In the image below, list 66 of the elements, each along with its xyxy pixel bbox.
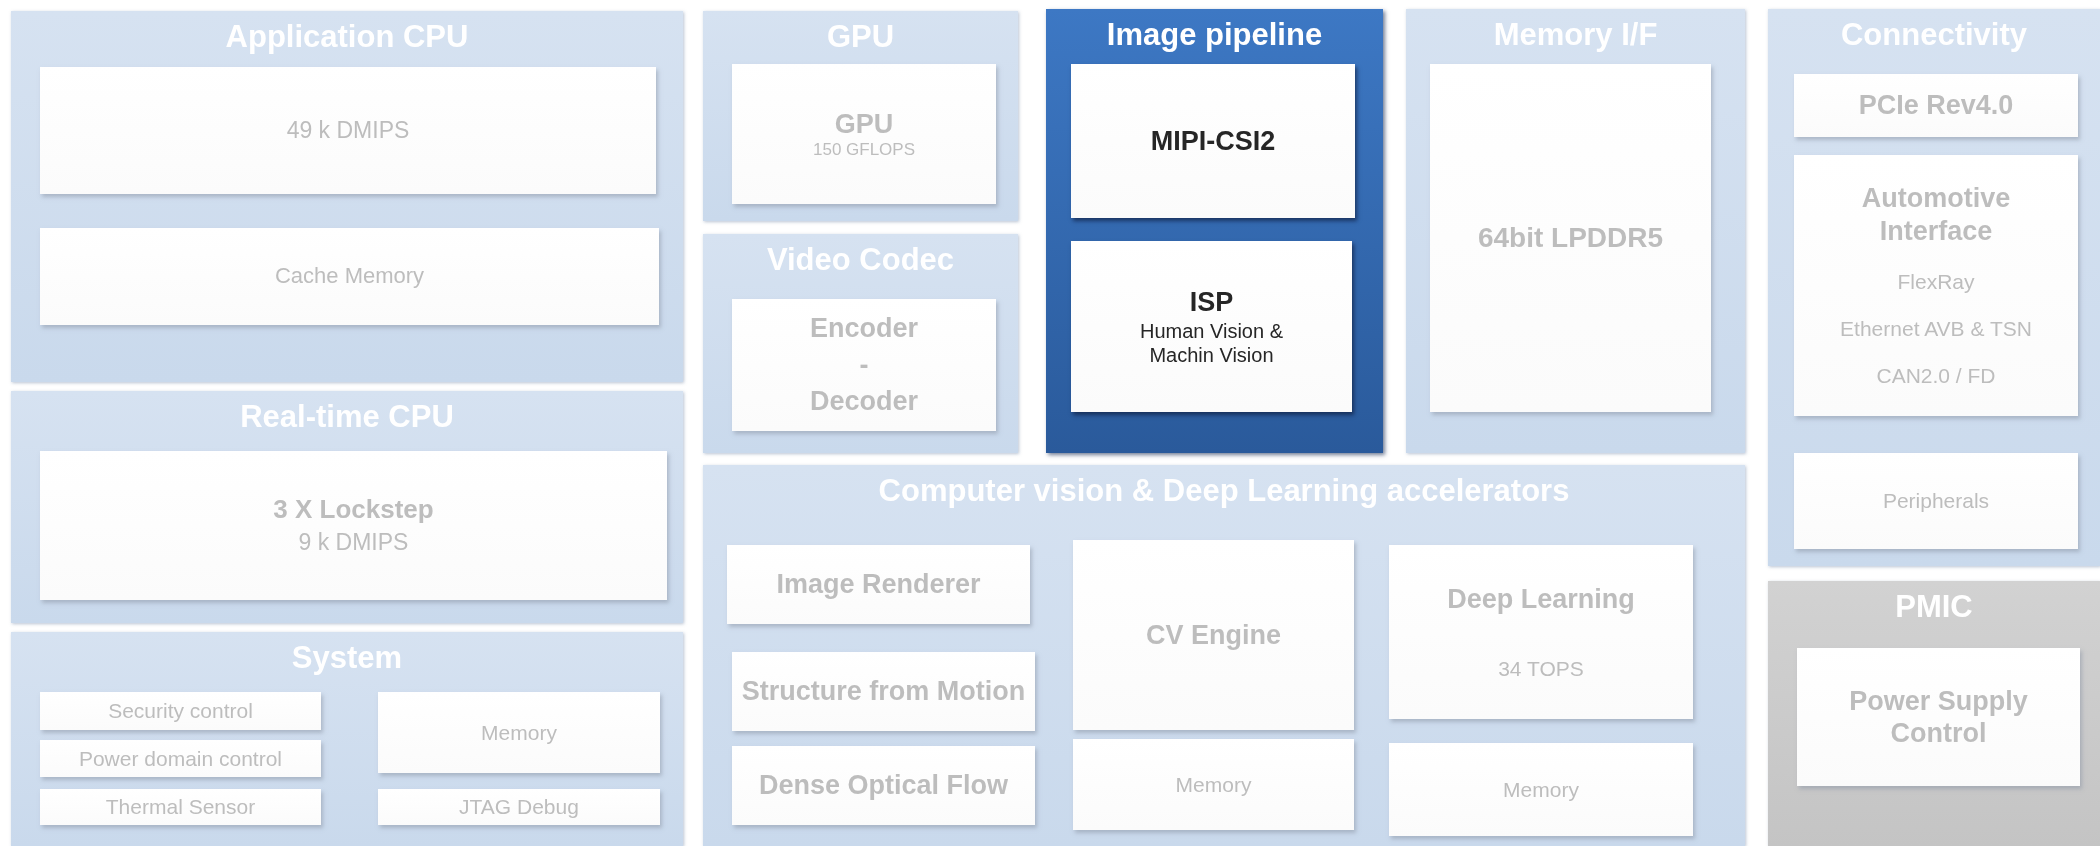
block-panel [703, 465, 1745, 846]
component-label: Dense Optical Flow [758, 769, 1009, 802]
component-label: Encoder - Decoder [808, 312, 919, 419]
component-box [1073, 540, 1354, 730]
block-panel [11, 11, 683, 382]
component-label: Memory [481, 719, 557, 746]
component-label: MIPI-CSI2 [1150, 124, 1276, 158]
component-box [40, 789, 321, 825]
component-label: Memory [1175, 771, 1252, 798]
component-label: ISP [1189, 286, 1234, 319]
component-box [727, 545, 1030, 624]
component-box [378, 789, 660, 825]
component-label: PCIe Rev4.0 [1858, 89, 2014, 122]
component-label: 64bit LPDDR5 [1477, 221, 1664, 255]
block-panel [1406, 9, 1745, 453]
component-label: GPU [834, 107, 894, 140]
component-label: CV Engine [1146, 618, 1281, 652]
component-box [40, 451, 667, 600]
component-label: Power Supply Control [1848, 684, 2029, 750]
component-detail: Ethernet AVB & TSN [1840, 316, 2032, 342]
component-detail: 34 TOPS [1498, 655, 1584, 681]
component-label: Peripherals [1882, 488, 1990, 514]
component-label: Structure from Motion [741, 675, 1026, 708]
component-box [732, 746, 1035, 825]
component-label: Deep Learning [1447, 583, 1635, 616]
component-box [40, 228, 659, 325]
component-box [732, 652, 1035, 731]
component-detail: Human Vision & Machin Vision [1138, 318, 1284, 367]
component-detail: FlexRay [1897, 269, 1975, 295]
component-label: Cache Memory [274, 263, 425, 290]
component-box [1389, 743, 1693, 836]
block-panel [703, 11, 1018, 221]
component-box [1071, 241, 1352, 412]
component-box [40, 692, 321, 730]
component-box [1794, 155, 2078, 416]
component-box [1797, 648, 2080, 786]
block-panel [11, 391, 683, 623]
component-box [378, 692, 660, 773]
component-detail: CAN2.0 / FD [1876, 363, 1996, 389]
component-box [1794, 74, 2078, 137]
component-label: Automotive Interface [1860, 182, 2012, 248]
component-box [1071, 64, 1355, 218]
component-label: 3 X Lockstep [273, 494, 434, 526]
component-box [40, 67, 656, 194]
component-box [1430, 64, 1711, 412]
component-box [1073, 739, 1354, 830]
component-box [1389, 545, 1693, 719]
component-label: Security control [108, 698, 253, 724]
component-label: JTAG Debug [459, 794, 579, 820]
block-panel [1768, 581, 2100, 846]
panel-title: Image pipeline [1105, 17, 1324, 53]
component-box [732, 299, 996, 431]
component-box [1794, 453, 2078, 549]
component-label: Image Renderer [776, 568, 981, 601]
component-label: Memory [1503, 776, 1579, 803]
component-detail: 9 k DMIPS [298, 529, 409, 557]
component-label: 49 k DMIPS [286, 116, 410, 145]
component-box [40, 740, 321, 777]
block-panel [11, 632, 683, 846]
component-label: Thermal Sensor [105, 794, 256, 820]
block-panel [1768, 9, 2100, 566]
component-box [732, 64, 996, 204]
block-panel [1046, 9, 1383, 453]
component-label: Power domain control [78, 745, 283, 772]
block-panel [703, 234, 1018, 453]
component-detail: 150 GFLOPS [812, 140, 916, 161]
